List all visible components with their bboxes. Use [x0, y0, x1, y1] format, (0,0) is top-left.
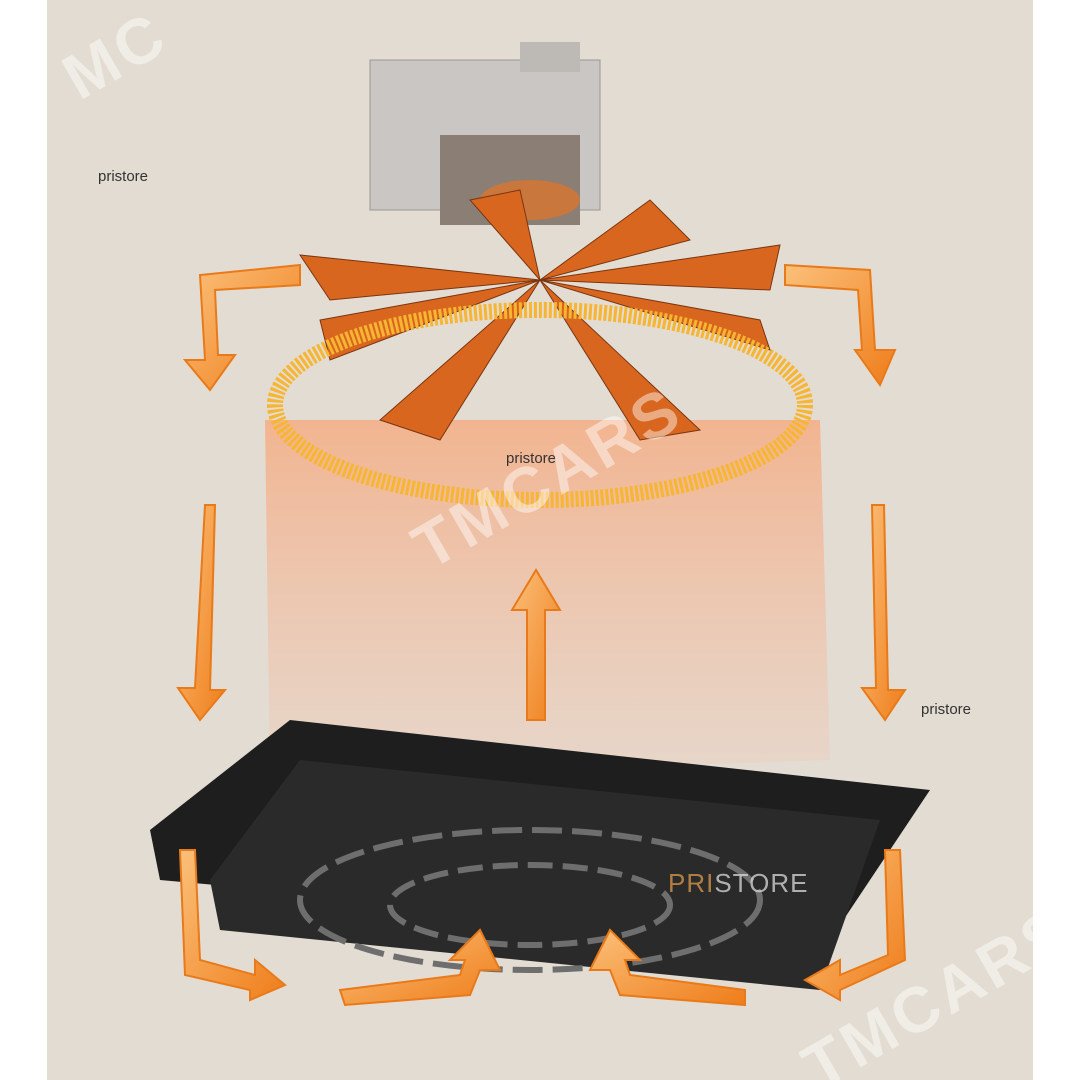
airflow-arrows	[176, 263, 907, 1007]
basket	[150, 720, 930, 990]
store-logo: PRISTORE	[668, 868, 808, 899]
heating-coil	[267, 302, 813, 508]
store-label: pristore	[506, 450, 557, 467]
store-label: pristore	[98, 168, 149, 185]
store-label: pristore	[921, 701, 972, 718]
logo-suffix: STORE	[714, 868, 809, 898]
logo-prefix: PRI	[668, 868, 715, 898]
